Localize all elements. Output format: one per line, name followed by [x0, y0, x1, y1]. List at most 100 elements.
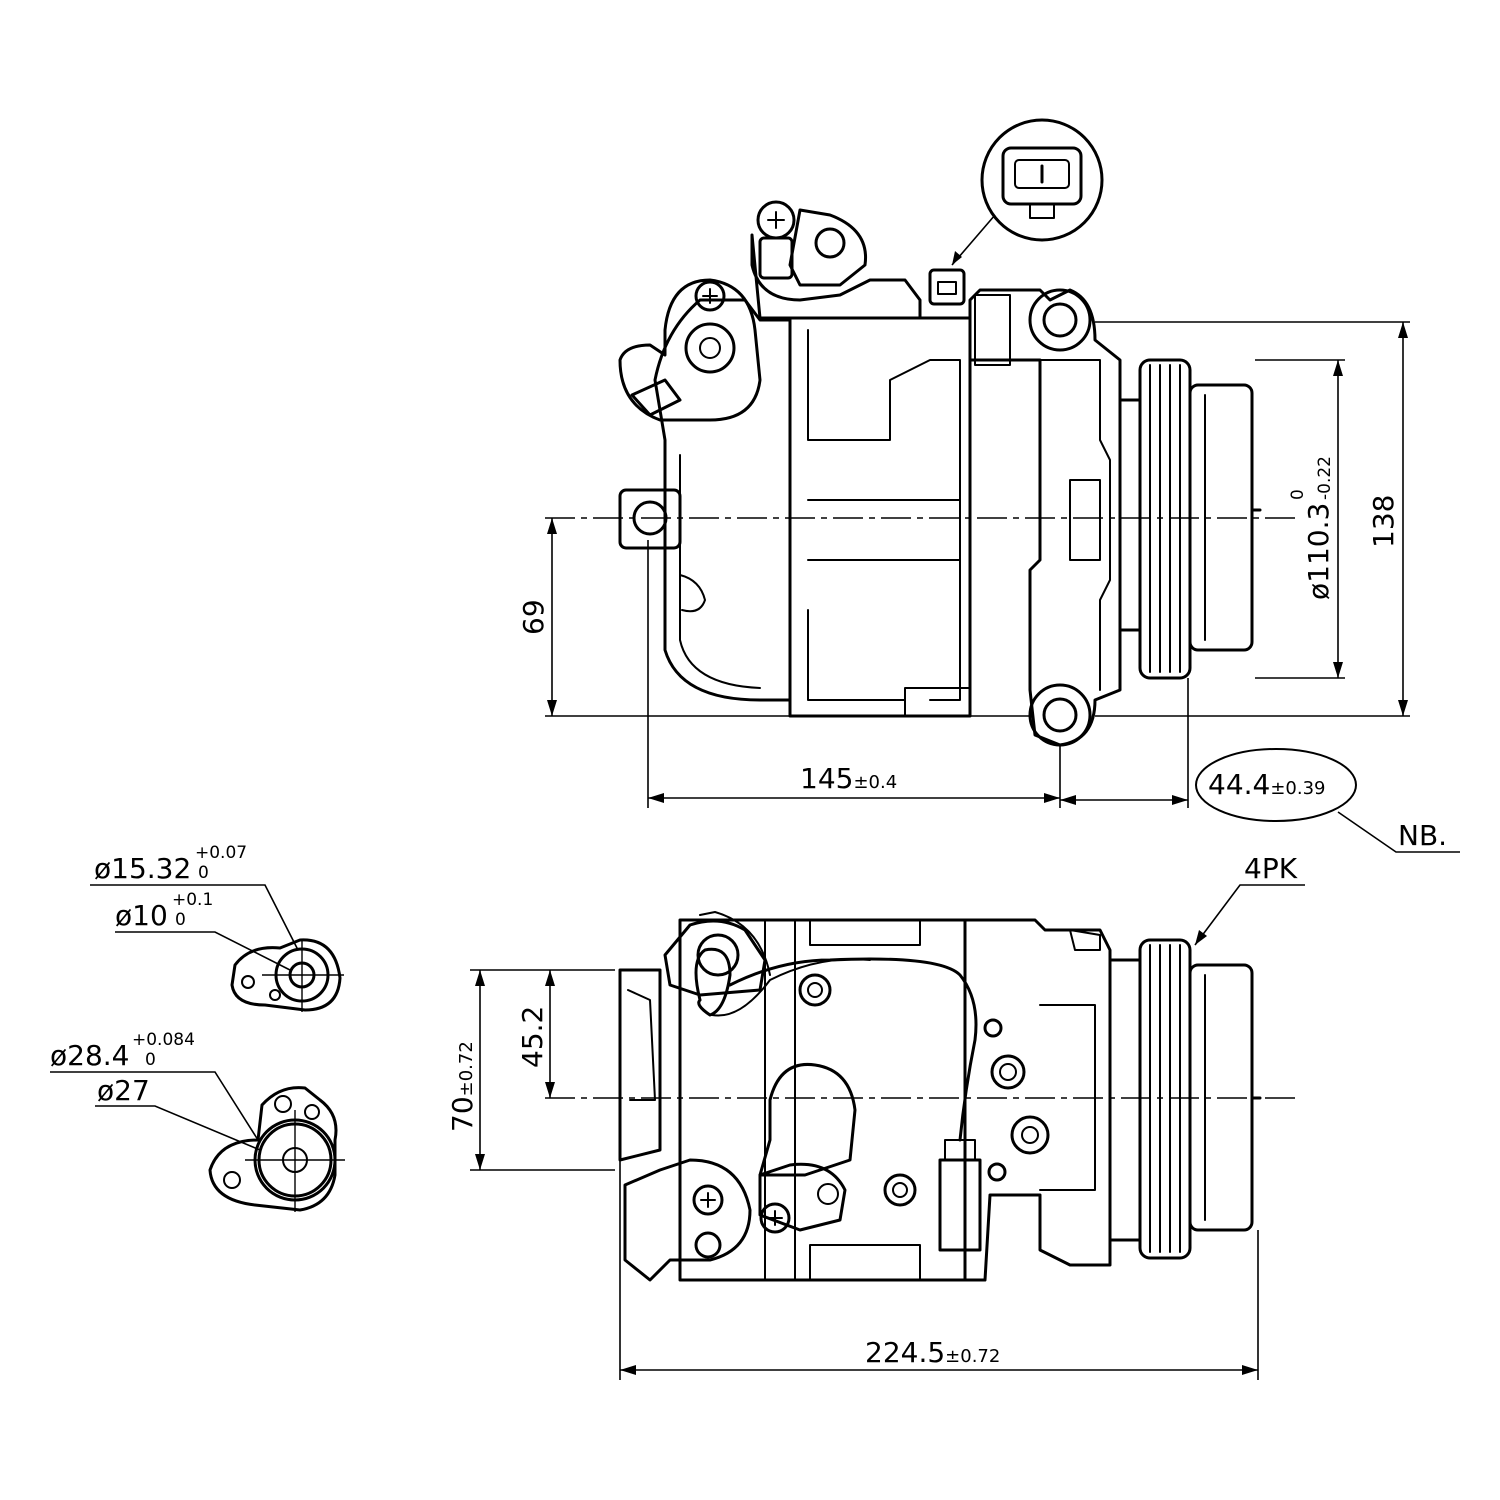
dim-4pk: 4PK: [1194, 852, 1305, 946]
rear-cover: [618, 968, 662, 1162]
rear-tab: [679, 574, 706, 613]
large-flange-outline: [208, 1086, 338, 1212]
valve-block: [750, 233, 922, 320]
bolt-2: [883, 1173, 917, 1207]
connector-block: [938, 1158, 982, 1252]
dim-height-45: 45.2: [516, 970, 555, 1098]
dim-d10-lower: 0: [175, 910, 186, 930]
dim-arrow: [547, 700, 557, 716]
connector-block-top: [944, 1139, 976, 1161]
svg-text:44.4±0.39: 44.4±0.39: [1208, 768, 1326, 801]
dim-w44-tol: ±0.39: [1270, 778, 1325, 799]
compressor-top-view: [545, 911, 1300, 1282]
dim-d28-lower: 0: [145, 1050, 156, 1070]
small-flange-hole: [241, 975, 255, 989]
port-bolt-star: [702, 288, 718, 304]
dim-arrow: [1172, 795, 1188, 805]
front-housing-top-inner: [1039, 1004, 1096, 1191]
port-ring: [684, 322, 736, 374]
valve-cap-top-bolt: [759, 1202, 791, 1234]
body-top-notch: [809, 919, 921, 946]
small-bolt-1: [983, 1018, 1003, 1038]
rear-cover-detail: [627, 989, 656, 1101]
d15-leader: [90, 884, 299, 951]
large-flange-pin-2: [304, 1104, 320, 1120]
valve-cap: [788, 208, 868, 287]
connector-detail-socket: [1014, 159, 1070, 189]
large-flange-hole: [223, 1171, 241, 1189]
port-tab: [630, 378, 682, 417]
dim-h138-label: 138: [1367, 495, 1400, 548]
pk-leader-arrow: [1195, 930, 1207, 945]
svg-text:ø110.3: ø110.3: [1302, 503, 1335, 600]
dim-arrow: [1333, 360, 1343, 376]
port-bolt: [694, 280, 726, 312]
d27-leader: [95, 1105, 261, 1151]
bolt-1-center: [807, 982, 823, 998]
svg-text:224.5±0.72: 224.5±0.72: [865, 1336, 1000, 1369]
large-flange-pin-1: [274, 1095, 292, 1113]
front-housing-inner: [1039, 359, 1111, 691]
dim-arrow: [1242, 1365, 1258, 1375]
dim-w224-value: 224.5: [865, 1336, 945, 1369]
dim-d15-lower: 0: [198, 863, 209, 883]
small-bolt-2: [987, 1162, 1007, 1182]
front-housing-boss: [974, 294, 1011, 366]
mount-ear-front-lower: [1028, 683, 1092, 747]
main-body: [788, 316, 972, 718]
dim-d10-upper: +0.1: [172, 890, 213, 910]
dim-arrow: [545, 970, 555, 986]
dim-arrow: [1398, 322, 1408, 338]
dim-d10-value: ø10: [115, 899, 168, 932]
dim-d110-lower: -0.22: [1315, 456, 1335, 500]
mount-ear-rear: [618, 488, 682, 550]
connector-detail-circle: [980, 118, 1104, 242]
main-body-detail: [807, 329, 961, 701]
pulley: [1138, 358, 1192, 680]
d28-leader: [50, 1071, 259, 1141]
sensor-connector: [928, 268, 966, 306]
dim-d110-value: ø110.3: [1302, 503, 1335, 600]
pulley-top: [1138, 938, 1192, 1260]
dim-height-69: 69: [517, 518, 1030, 717]
dim-w44-value: 44.4: [1208, 768, 1270, 801]
dim-w44-highlight-ellipse: [1195, 748, 1357, 822]
port-top-ring: [696, 933, 740, 977]
dim-arrow: [547, 518, 557, 534]
d10-leader: [115, 931, 291, 971]
dim-arrow: [648, 793, 664, 803]
dim-arrow: [620, 1365, 636, 1375]
dim-d110-upper: 0: [1288, 489, 1308, 500]
dim-arrow: [1060, 795, 1076, 805]
bolt-2-center: [892, 1182, 908, 1198]
dim-w145-value: 145: [800, 762, 853, 795]
svg-text:70±0.72: 70±0.72: [446, 1041, 479, 1132]
dim-arrow: [1044, 793, 1060, 803]
mount-hole-front-lower: [1042, 697, 1078, 733]
port-lower-bolt-star: [700, 1192, 716, 1208]
port-fitting-lower: [623, 1158, 752, 1282]
dim-width-145: 145±0.4: [647, 540, 1061, 808]
mount-ear-front-upper: [1028, 288, 1092, 352]
dim-arrow: [545, 1082, 555, 1098]
dim-width-44: 44.4±0.39 NB.: [1060, 678, 1460, 853]
mount-hole-rear: [632, 500, 668, 536]
dim-arrow: [1398, 700, 1408, 716]
bolt-3: [990, 1054, 1026, 1090]
clutch-coil: [1118, 398, 1142, 632]
compressor-side-view: [545, 200, 1300, 747]
dim-height-138: 138: [1095, 321, 1410, 717]
bolt-1: [798, 973, 832, 1007]
valve-cap-top: [758, 1162, 847, 1232]
front-housing-window: [1069, 479, 1101, 561]
pk-leader: [1194, 884, 1305, 946]
small-flange-pin: [269, 989, 281, 1001]
body-bottom-notch: [809, 1244, 921, 1281]
wire-harness: [694, 947, 978, 1142]
large-flange-detail: [50, 1071, 345, 1212]
dim-arrow: [475, 1154, 485, 1170]
valve-cap-top-bolt-star: [767, 1210, 783, 1226]
clutch-plate: [1188, 383, 1254, 652]
dim-h70-value: 70: [446, 1096, 479, 1132]
